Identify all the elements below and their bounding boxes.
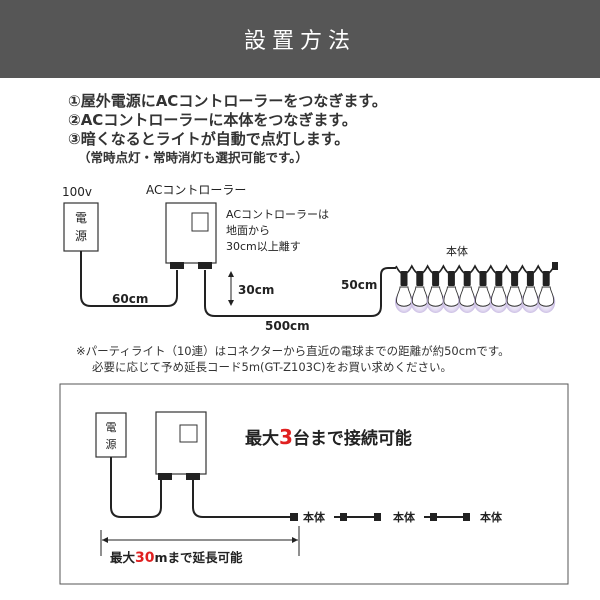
body-label: 本体 bbox=[446, 244, 468, 258]
ac-controller-2 bbox=[155, 411, 207, 480]
power-source-box-2: 電 源 bbox=[95, 412, 127, 458]
controller-note-2: 地面から bbox=[226, 224, 270, 237]
end-cap bbox=[552, 262, 558, 270]
unit-1-label: 本体 bbox=[303, 510, 326, 524]
controller-label: ACコントローラー bbox=[146, 183, 246, 197]
multi-connection-frame bbox=[59, 383, 569, 585]
dim-60cm: 60cm bbox=[112, 292, 148, 306]
power-source-box: 電 源 bbox=[63, 202, 99, 252]
power2-char-2: 源 bbox=[106, 437, 117, 451]
light-bulb bbox=[537, 271, 556, 313]
header-bar: 設置方法 bbox=[0, 0, 600, 78]
light-bulb bbox=[521, 271, 540, 313]
power2-char-1: 電 bbox=[106, 421, 117, 434]
extension-suffix: mまで延長可能 bbox=[155, 550, 244, 565]
headline-number: 3 bbox=[279, 425, 293, 449]
dim-500cm: 500cm bbox=[265, 319, 310, 333]
ac-controller bbox=[165, 202, 217, 269]
dim-50cm: 50cm bbox=[341, 278, 377, 292]
extension-note-2: 必要に応じて予め延長コード5m(GT-Z103C)をお買い求めください。 bbox=[92, 360, 452, 374]
light-bulb bbox=[474, 271, 492, 313]
step-3-note: （常時点灯・常時消灯も選択可能です。） bbox=[78, 150, 309, 165]
extension-note-1: ※パーティライト（10連）はコネクターから直近の電球までの距離が約50cmです。 bbox=[76, 344, 510, 358]
step-3: ③暗くなるとライトが自動で点灯します。 bbox=[68, 130, 350, 148]
power-voltage-label: 100v bbox=[62, 185, 92, 199]
light-bulb bbox=[442, 271, 461, 313]
dim-30cm: 30cm bbox=[238, 283, 274, 297]
controller-note-3: 30cm以上離す bbox=[226, 239, 301, 253]
step-1: ①屋外電源にACコントローラーをつなぎます。 bbox=[68, 92, 387, 110]
light-bulb bbox=[426, 271, 445, 313]
light-string bbox=[395, 262, 558, 313]
headline-prefix: 最大 bbox=[245, 428, 279, 449]
headline-suffix: 台まで接続可能 bbox=[293, 428, 412, 449]
output-cable-2 bbox=[192, 480, 290, 518]
controller-note-1: ACコントローラーは bbox=[226, 208, 329, 221]
power-cable bbox=[80, 251, 178, 307]
power-cable-2 bbox=[110, 457, 162, 518]
light-bulb bbox=[410, 271, 429, 313]
max-units-headline: 最大3台まで接続可能 bbox=[245, 425, 412, 449]
light-bulb bbox=[458, 271, 477, 313]
power-char-1: 電 bbox=[75, 211, 87, 225]
unit-3-label: 本体 bbox=[480, 510, 503, 524]
unit-2-label: 本体 bbox=[393, 510, 416, 524]
extension-prefix: 最大 bbox=[110, 550, 136, 565]
unit-chain: 本体 本体 本体 bbox=[290, 510, 503, 524]
output-cable bbox=[204, 267, 396, 317]
instructions: ①屋外電源にACコントローラーをつなぎます。 ②ACコントローラーに本体をつなぎ… bbox=[68, 92, 588, 167]
page-title: 設置方法 bbox=[243, 29, 356, 54]
power-char-2: 源 bbox=[75, 229, 87, 243]
light-bulb bbox=[489, 271, 508, 313]
light-bulb bbox=[395, 271, 413, 313]
step-2: ②ACコントローラーに本体をつなぎます。 bbox=[68, 111, 357, 129]
extension-number: 30 bbox=[135, 550, 155, 566]
max-extension-label: 最大30mまで延長可能 bbox=[110, 550, 243, 566]
light-bulb bbox=[505, 271, 524, 313]
